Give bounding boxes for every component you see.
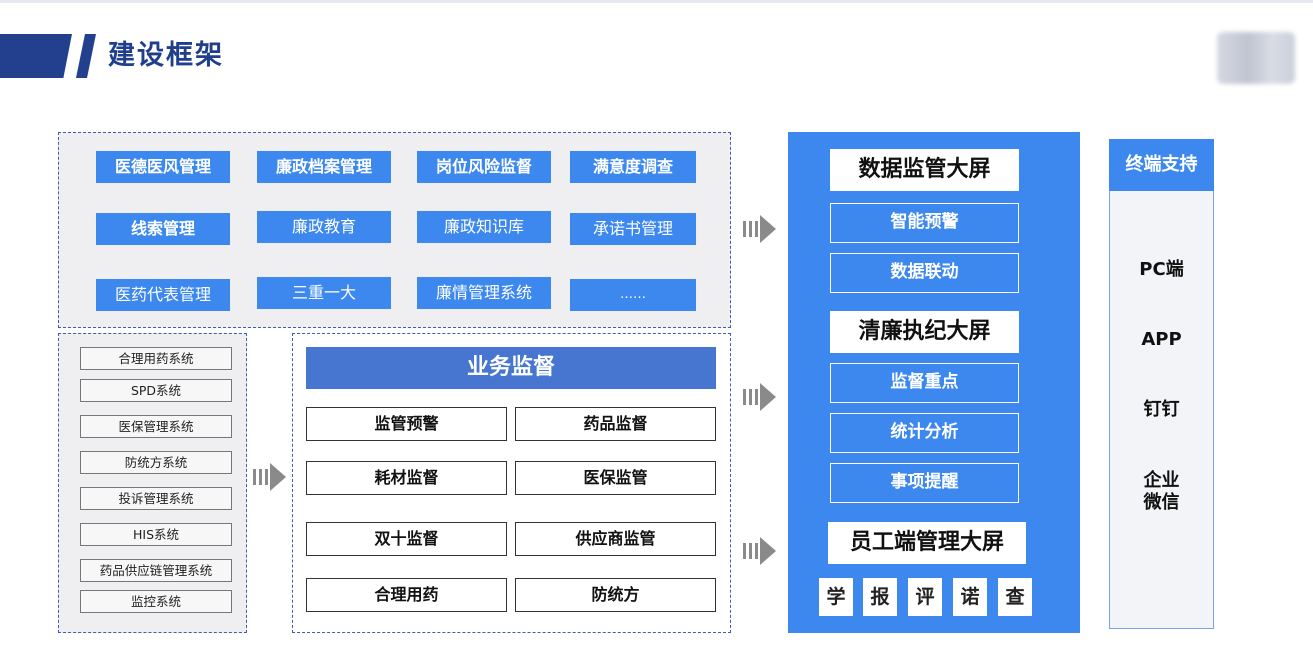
business-title: 业务监督 [306,347,716,389]
system-item[interactable]: 合理用药系统 [80,347,232,370]
system-item[interactable]: 投诉管理系统 [80,487,232,510]
system-item[interactable]: 药品供应链管理系统 [80,559,232,582]
module-item[interactable]: 医药代表管理 [96,279,230,311]
screen-item[interactable]: 监督重点 [830,363,1019,403]
module-item-more[interactable]: …… [570,279,696,311]
business-item[interactable]: 监管预警 [306,407,507,441]
business-item[interactable]: 医保监管 [515,461,716,495]
business-item[interactable]: 双十监督 [306,522,507,556]
terminal-item[interactable]: PC端 [1139,259,1184,280]
module-item[interactable]: 廉政档案管理 [257,151,391,183]
business-item[interactable]: 供应商监管 [515,522,716,556]
terminal-item[interactable]: 企业 微信 [1143,470,1180,513]
terminal-panel [1109,139,1214,629]
module-item[interactable]: 廉政知识库 [417,211,551,243]
clean-screen-title[interactable]: 清廉执纪大屏 [830,311,1019,353]
data-screen-title[interactable]: 数据监管大屏 [830,149,1019,191]
terminal-item[interactable]: APP [1141,329,1182,350]
header-decor-bar [0,34,72,78]
screen-item[interactable]: 统计分析 [830,413,1019,453]
module-item[interactable]: 满意度调查 [570,151,696,183]
triple-bar-arrow-icon [743,215,776,243]
system-item[interactable]: 医保管理系统 [80,415,232,438]
staff-screen-title[interactable]: 员工端管理大屏 [828,522,1026,564]
terminal-item[interactable]: 钉钉 [1143,399,1180,420]
page-title: 建设框架 [108,40,224,71]
module-item[interactable]: 医德医风管理 [96,151,230,183]
business-item[interactable]: 耗材监督 [306,461,507,495]
business-item[interactable]: 合理用药 [306,578,507,612]
triple-bar-arrow-icon [743,537,776,565]
triple-bar-arrow-icon [743,383,776,411]
screen-item[interactable]: 智能预警 [830,203,1019,243]
blurred-logo-icon [1217,32,1295,84]
business-item[interactable]: 药品监督 [515,407,716,441]
top-divider [0,0,1313,3]
module-item[interactable]: 廉政教育 [257,211,391,243]
staff-function-item[interactable]: 查 [998,578,1032,616]
staff-function-item[interactable]: 报 [863,578,897,616]
module-item[interactable]: 承诺书管理 [570,213,696,245]
module-item[interactable]: 廉情管理系统 [417,277,551,309]
header-decor-slash [76,34,96,78]
system-item[interactable]: 防统方系统 [80,451,232,474]
system-item[interactable]: SPD系统 [80,379,232,402]
system-item[interactable]: HIS系统 [80,523,232,546]
module-item[interactable]: 岗位风险监督 [417,151,551,183]
screen-item[interactable]: 事项提醒 [830,463,1019,503]
systems-panel [58,333,247,633]
staff-function-item[interactable]: 评 [908,578,942,616]
system-item[interactable]: 监控系统 [80,590,232,613]
screen-item[interactable]: 数据联动 [830,253,1019,293]
staff-function-item[interactable]: 诺 [953,578,987,616]
module-item[interactable]: 线索管理 [96,213,230,245]
triple-bar-arrow-icon [253,463,286,491]
business-item[interactable]: 防统方 [515,578,716,612]
module-item[interactable]: 三重一大 [257,277,391,309]
staff-function-item[interactable]: 学 [819,578,853,616]
terminal-title: 终端支持 [1109,139,1214,191]
